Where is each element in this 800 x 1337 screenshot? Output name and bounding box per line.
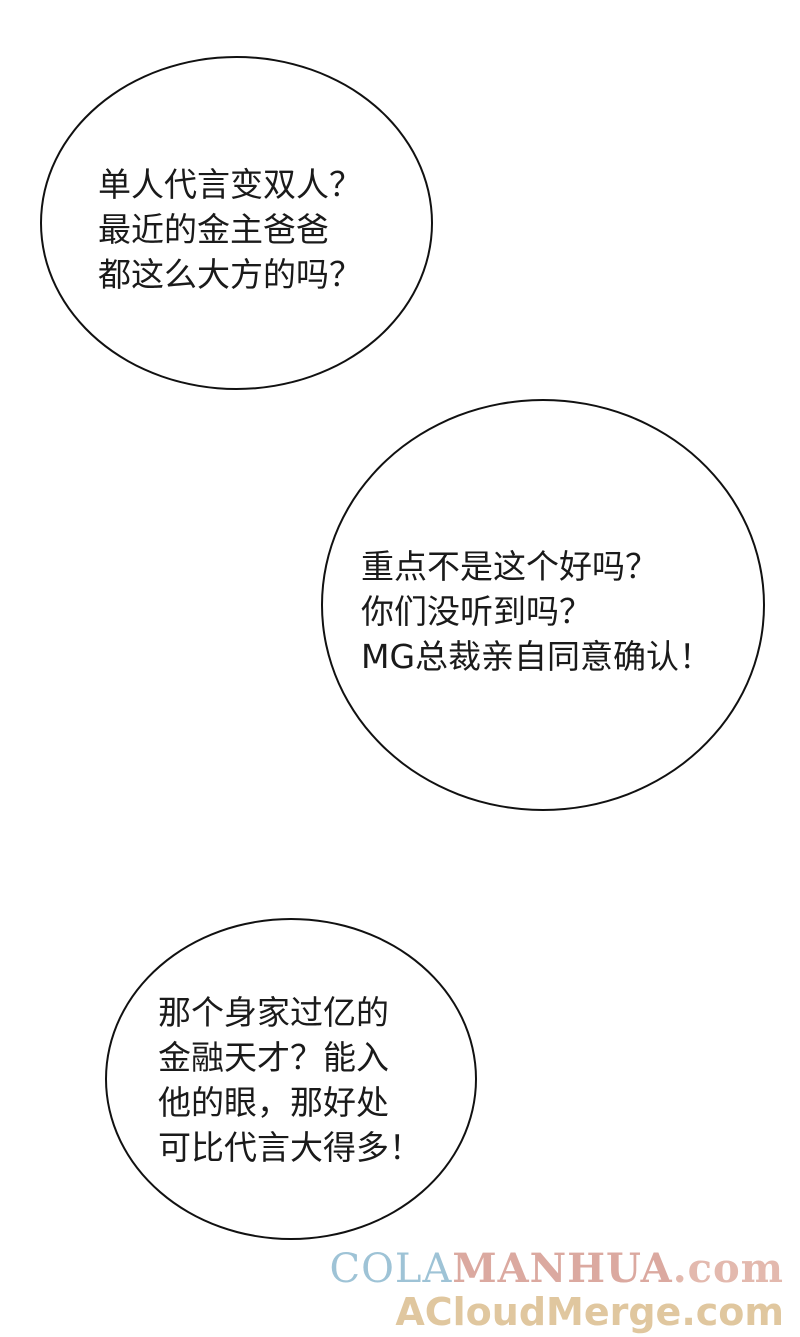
speech-bubble-1-text: 单人代言变双人？ 最近的金主爸爸 都这么大方的吗？ xyxy=(98,162,362,297)
speech-bubble-2 xyxy=(321,399,765,811)
dialogue-line: 你们没听到吗？ xyxy=(361,592,592,631)
speech-bubble-2-text: 重点不是这个好吗？ 你们没听到吗？ MG总裁亲自同意确认！ xyxy=(361,544,712,679)
watermark-manhua-text: MANHUA xyxy=(452,1245,673,1292)
watermark-colamanhua: COLAMANHUA.com xyxy=(329,1245,784,1292)
dialogue-line: 他的眼，那好处 xyxy=(158,1083,389,1122)
dialogue-line: 那个身家过亿的 xyxy=(158,993,389,1032)
speech-bubble-1 xyxy=(40,56,433,390)
dialogue-line: MG总裁亲自同意确认！ xyxy=(361,637,713,676)
watermark-acloudmerge: ACloudMerge.com xyxy=(395,1290,784,1334)
dialogue-line: 单人代言变双人？ xyxy=(98,165,362,204)
dialogue-line: 重点不是这个好吗？ xyxy=(361,547,658,586)
speech-bubble-3-text: 那个身家过亿的 金融天才？能入 他的眼，那好处 可比代言大得多！ xyxy=(158,990,422,1170)
watermark-cola-text: COLA xyxy=(329,1246,453,1292)
watermark-dotcom-text: .com xyxy=(672,1245,784,1292)
dialogue-line: 最近的金主爸爸 xyxy=(98,210,329,249)
dialogue-line: 金融天才？能入 xyxy=(158,1038,389,1077)
dialogue-line: 可比代言大得多！ xyxy=(158,1128,422,1167)
dialogue-line: 都这么大方的吗？ xyxy=(98,255,362,294)
speech-bubble-3 xyxy=(105,918,477,1240)
